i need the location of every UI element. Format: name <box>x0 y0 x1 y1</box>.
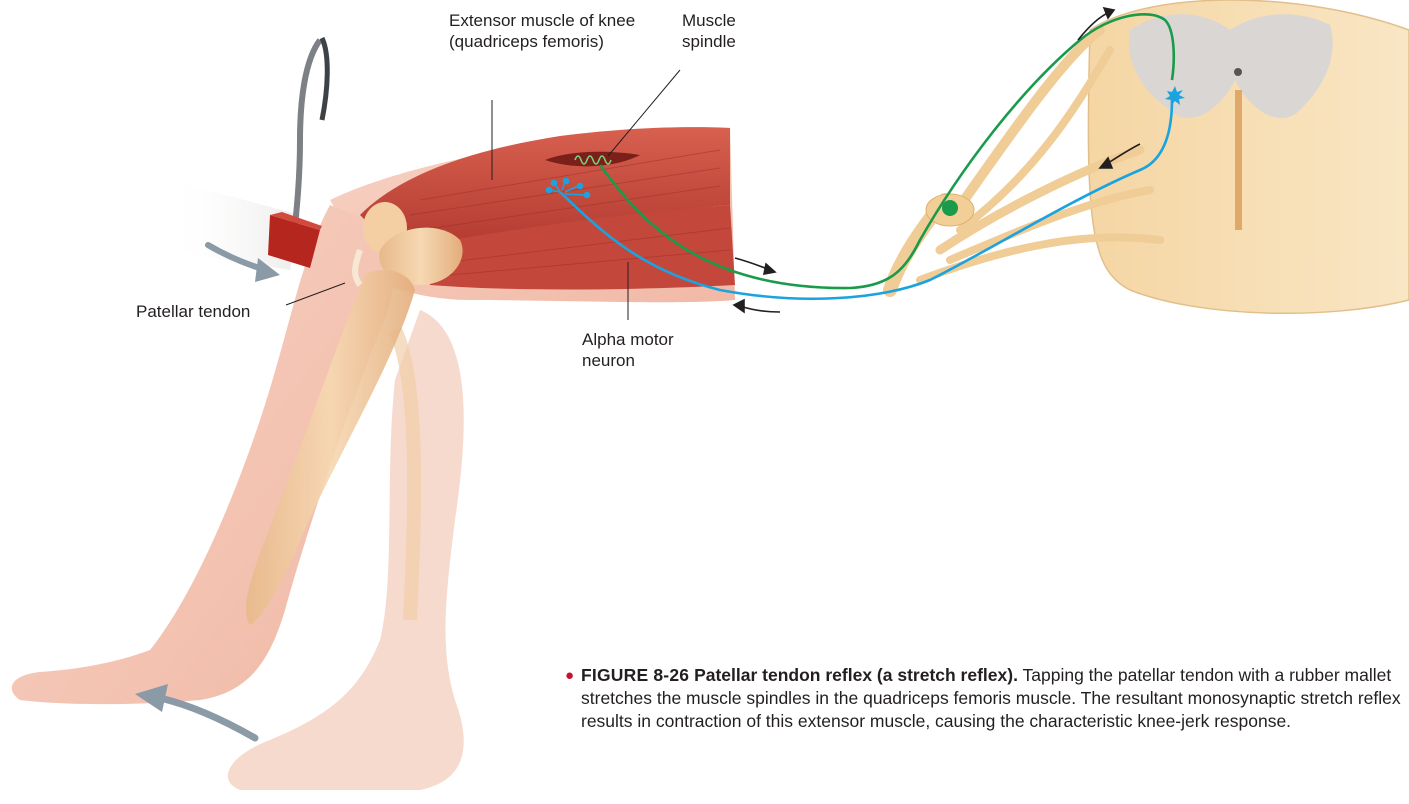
spinal-cord <box>1088 0 1409 313</box>
figure-caption: ● FIGURE 8-26 Patellar tendon reflex (a … <box>581 664 1401 733</box>
extensor-muscle-label: Extensor muscle of knee (quadriceps femo… <box>449 10 649 52</box>
patellar-tendon-label: Patellar tendon <box>136 301 250 322</box>
kick-motion-arrow <box>160 698 255 738</box>
sensory-cell-body <box>942 200 958 216</box>
alpha-motor-neuron-label: Alpha motor neuron <box>582 329 702 371</box>
central-canal <box>1234 68 1242 76</box>
figure-title: Patellar tendon reflex (a stretch reflex… <box>694 665 1018 685</box>
caption-bullet-icon: ● <box>565 664 574 687</box>
muscle-spindle-label: Muscle spindle <box>682 10 772 52</box>
figure-number: FIGURE 8-26 <box>581 665 689 685</box>
anterior-fissure <box>1235 90 1242 230</box>
reflex-hammer <box>268 38 327 268</box>
